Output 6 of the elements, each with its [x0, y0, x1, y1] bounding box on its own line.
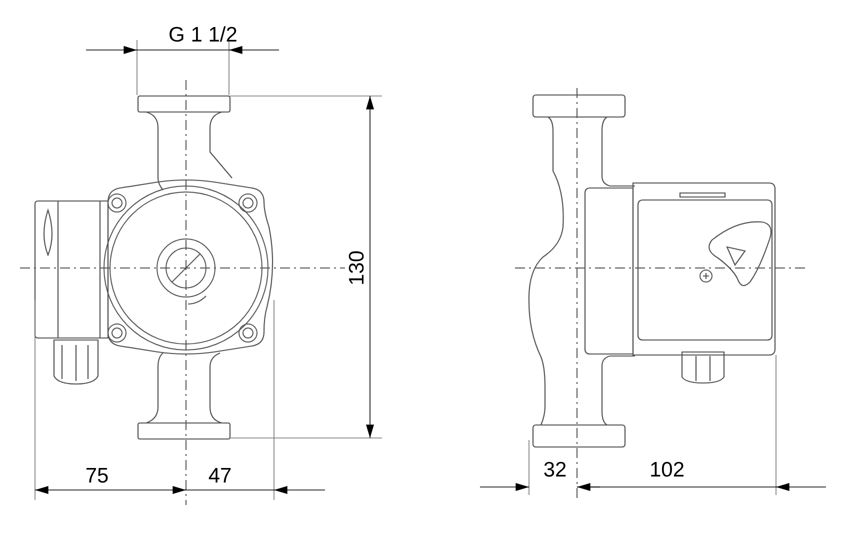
dimension-label: G 1 1/2 [168, 24, 238, 46]
dimension-label: 130 [346, 250, 368, 286]
dimension-label: 47 [208, 466, 232, 486]
dimension-label: 102 [649, 460, 685, 480]
dimension-label: 75 [85, 466, 109, 486]
dimension-label: 32 [543, 460, 567, 480]
